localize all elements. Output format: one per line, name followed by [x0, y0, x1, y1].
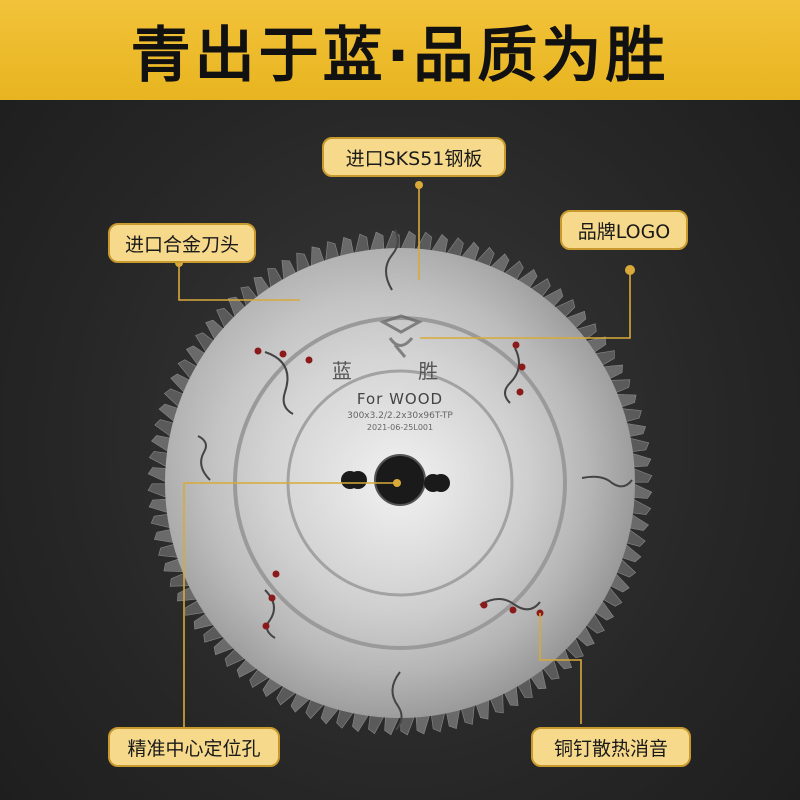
- date-text: 2021-06-25L001: [367, 423, 433, 432]
- callout-copper-rivets-label: 铜钉散热消音: [553, 737, 668, 760]
- callout-center-hole: 精准中心定位孔: [108, 727, 280, 767]
- callout-alloy-tips-label: 进口合金刀头: [124, 233, 239, 256]
- pin-hole-right-b: [432, 474, 450, 492]
- banner-title: 青出于蓝·品质为胜: [130, 20, 670, 91]
- callout-brand-logo: 品牌LOGO: [560, 210, 688, 250]
- brand-logo-mark: [379, 314, 423, 358]
- for-wood-text: For WOOD: [357, 390, 443, 408]
- spec-text: 300x3.2/2.2x30x96T-TP: [347, 411, 453, 421]
- callout-alloy-tips: 进口合金刀头: [108, 223, 256, 263]
- callout-copper-rivets: 铜钉散热消音: [531, 727, 691, 767]
- brand-mark-text: 蓝 胜: [332, 359, 468, 383]
- callout-steel-plate-label: 进口SKS51钢板: [345, 147, 483, 170]
- callout-steel-plate: 进口SKS51钢板: [322, 137, 506, 177]
- top-banner: 青出于蓝·品质为胜: [0, 0, 800, 100]
- center-hole: [374, 454, 426, 506]
- copper-rivets: [254, 341, 544, 630]
- callout-brand-logo-label: 品牌LOGO: [577, 220, 671, 243]
- leader-lines: [178, 182, 631, 746]
- pin-hole-left-b: [349, 471, 367, 489]
- callout-center-hole-label: 精准中心定位孔: [127, 737, 261, 760]
